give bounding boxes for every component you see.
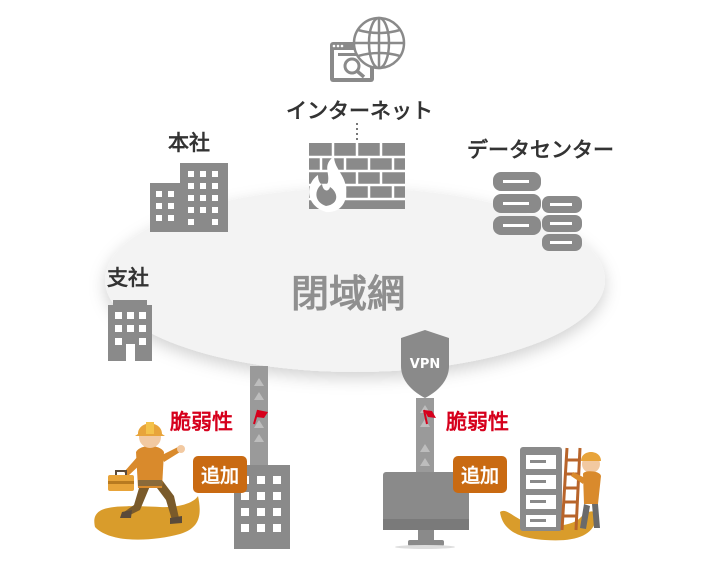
firewall-icon xyxy=(309,143,405,213)
closed-network-label: 閉域網 xyxy=(291,272,406,316)
server-rack-icon xyxy=(520,447,562,531)
vpn-label: VPN xyxy=(409,357,441,372)
worker-icon xyxy=(120,422,185,524)
branch-building-icon xyxy=(108,300,152,361)
closed-network-ellipse xyxy=(105,188,605,372)
ground-right xyxy=(500,510,597,541)
shield-icon xyxy=(401,330,449,398)
internet-label: インターネット xyxy=(286,99,433,123)
ground-left xyxy=(94,496,200,540)
ladder-icon xyxy=(560,447,582,531)
branch-label: 支社 xyxy=(107,266,149,290)
headquarters-building-icon xyxy=(150,163,228,232)
vulnerability-label-left: 脆弱性 xyxy=(170,410,233,434)
worker-icon xyxy=(571,452,601,529)
right-connection-tube xyxy=(416,398,434,472)
flag-icon xyxy=(253,409,268,425)
datacenter-label: データセンター xyxy=(467,138,614,162)
server-icon xyxy=(493,172,582,251)
added-badge-left: 追加 xyxy=(193,456,248,493)
toolbox-icon xyxy=(108,470,134,491)
globe-icon xyxy=(352,16,406,70)
browser-search-icon xyxy=(330,42,374,82)
shadow xyxy=(395,545,455,549)
headquarters-label: 本社 xyxy=(168,131,210,155)
added-badge-right: 追加 xyxy=(453,456,508,493)
vulnerability-label-right: 脆弱性 xyxy=(446,410,509,434)
monitor-icon xyxy=(383,472,469,546)
flag-icon xyxy=(423,409,436,425)
